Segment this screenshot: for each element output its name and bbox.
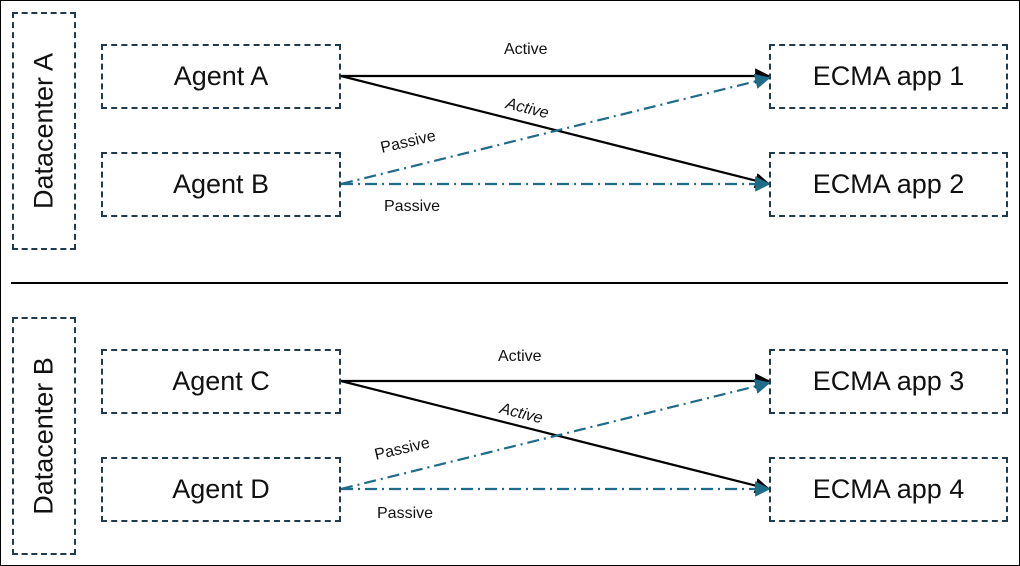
- datacenter-a-label: Datacenter A: [28, 52, 59, 210]
- datacenter-b-container: Datacenter B: [12, 317, 76, 555]
- ecma-app-3-label: ECMA app 3: [812, 366, 965, 396]
- dc-a-top-active-label: Active: [504, 41, 548, 58]
- dc-a-bottom-passive-label: Passive: [384, 198, 441, 215]
- agent-c-box: Agent C: [101, 349, 341, 414]
- agent-a-label: Agent A: [173, 61, 269, 91]
- dc-b-agent-d-to-app-3-passive-line: [340, 378, 771, 491]
- agent-d-label: Agent D: [172, 474, 270, 504]
- ecma-app-3-box: ECMA app 3: [769, 349, 1008, 414]
- ecma-app-2-label: ECMA app 2: [812, 169, 965, 199]
- ecma-app-1-label: ECMA app 1: [812, 61, 965, 91]
- ecma-app-4-box: ECMA app 4: [769, 457, 1008, 522]
- datacenter-divider: [11, 282, 1008, 284]
- dc-b-bottom-passive-label: Passive: [377, 505, 434, 522]
- agent-d-box: Agent D: [101, 457, 341, 522]
- agent-b-label: Agent B: [172, 169, 270, 199]
- ecma-app-1-box: ECMA app 1: [769, 44, 1008, 109]
- datacenter-a-container: Datacenter A: [12, 12, 76, 250]
- agent-b-box: Agent B: [101, 152, 341, 217]
- agent-c-label: Agent C: [172, 366, 270, 396]
- agent-a-box: Agent A: [101, 44, 341, 109]
- datacenter-b-label: Datacenter B: [28, 357, 59, 515]
- ecma-app-4-label: ECMA app 4: [812, 474, 965, 504]
- dc-b-top-active-label: Active: [498, 348, 542, 365]
- ecma-app-2-box: ECMA app 2: [769, 152, 1008, 217]
- dc-a-agent-b-to-app-1-passive-line: [340, 73, 771, 186]
